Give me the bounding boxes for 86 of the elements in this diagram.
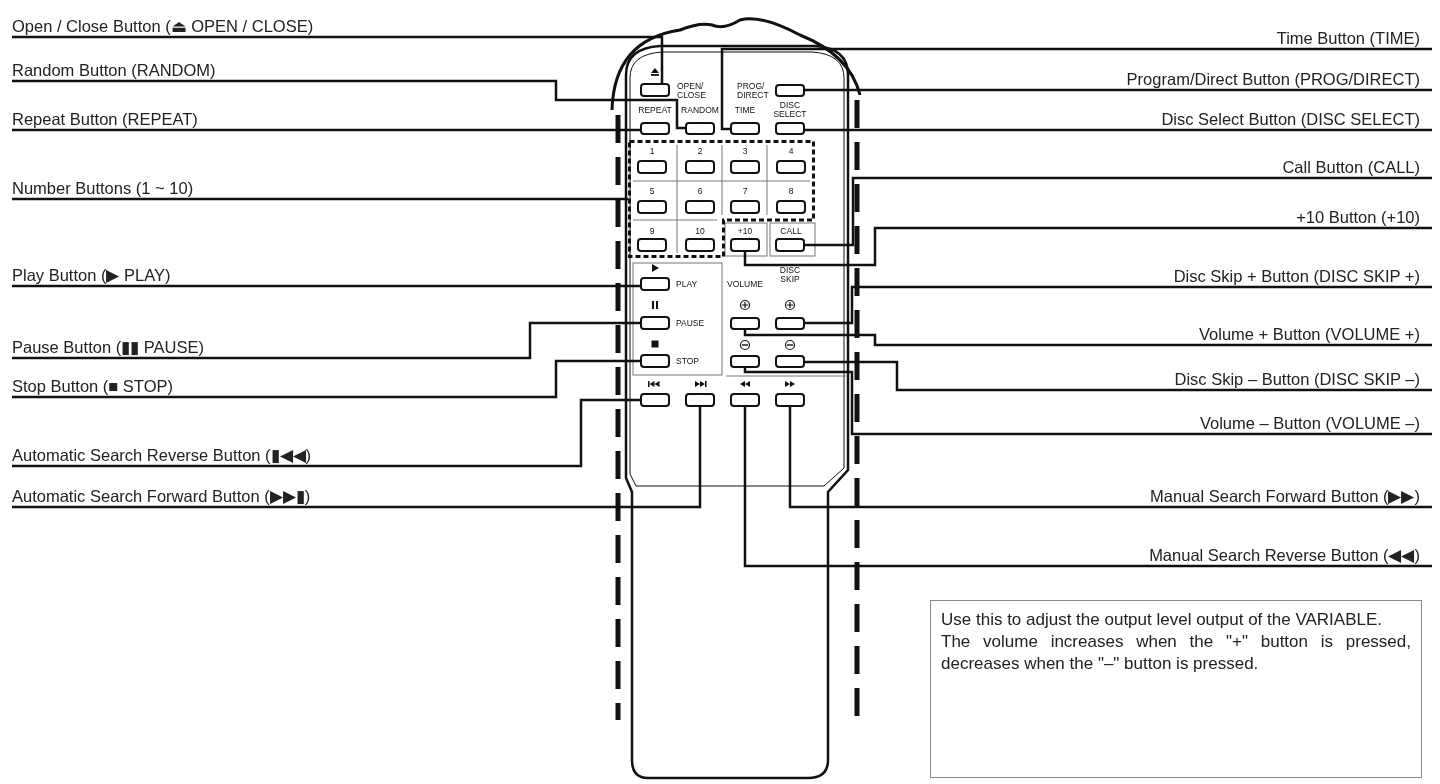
leader-line bbox=[12, 359, 640, 399]
note-text: The volume increases when the "+" button is pressed, decreases when the "–" button is pressed. bbox=[941, 631, 1411, 675]
callout-label: Volume + Button (VOLUME +) bbox=[1198, 324, 1432, 345]
leader-line bbox=[12, 79, 685, 130]
leader-line bbox=[805, 360, 1432, 392]
callout-label: Disc Skip – Button (DISC SKIP –) bbox=[1174, 369, 1432, 390]
remote-button bbox=[775, 393, 805, 407]
number-button-group bbox=[628, 140, 815, 258]
button-label: RANDOM bbox=[680, 106, 720, 115]
remote-button bbox=[730, 393, 760, 407]
callout-label: Manual Search Forward Button (▶▶) bbox=[1150, 486, 1432, 507]
button-label: OPEN/ CLOSE bbox=[677, 82, 707, 99]
leader-line bbox=[743, 407, 1432, 568]
callout-label: Automatic Search Reverse Button (▮◀◀) bbox=[12, 445, 312, 466]
button-label: 1 bbox=[648, 147, 656, 156]
leader-line bbox=[743, 226, 1432, 267]
remote-button bbox=[730, 122, 760, 135]
remote-button bbox=[640, 122, 670, 135]
remote-button bbox=[640, 393, 670, 407]
remote-button bbox=[775, 355, 805, 368]
button-label: CALL bbox=[779, 227, 803, 236]
button-label: 5 bbox=[648, 187, 656, 196]
remote-button bbox=[685, 393, 715, 407]
leader-line bbox=[805, 176, 1432, 247]
note-text: Use this to adjust the output level output of the VARIABLE. bbox=[941, 609, 1383, 631]
button-label: 8 bbox=[787, 187, 795, 196]
button-label: DISC SELECT bbox=[773, 101, 807, 118]
remote-button bbox=[730, 355, 760, 368]
button-label: 6 bbox=[696, 187, 704, 196]
callout-label: Play Button (▶ PLAY) bbox=[12, 265, 171, 286]
callout-label: Repeat Button (REPEAT) bbox=[12, 109, 198, 130]
remote-button bbox=[730, 317, 760, 330]
callout-label: Open / Close Button (⏏ OPEN / CLOSE) bbox=[12, 16, 314, 37]
leader-line bbox=[720, 47, 1432, 131]
leader-line bbox=[805, 128, 1432, 132]
leader-line bbox=[12, 128, 640, 132]
button-label: REPEAT bbox=[637, 106, 673, 115]
leader-line bbox=[805, 285, 1432, 325]
callout-label: +10 Button (+10) bbox=[1296, 207, 1432, 228]
leader-line bbox=[12, 321, 640, 360]
note-box bbox=[930, 600, 1422, 778]
remote-button bbox=[775, 317, 805, 330]
callout-label: Disc Select Button (DISC SELECT) bbox=[1161, 109, 1432, 130]
callout-label: Time Button (TIME) bbox=[1276, 28, 1432, 49]
remote-button bbox=[685, 122, 715, 135]
callout-label: Disc Skip + Button (DISC SKIP +) bbox=[1173, 266, 1432, 287]
button-label: 2 bbox=[696, 147, 704, 156]
callout-label: Stop Button (■ STOP) bbox=[12, 376, 173, 397]
leader-line bbox=[12, 197, 628, 201]
remote-button bbox=[775, 238, 805, 252]
callout-label: Pause Button (▮▮ PAUSE) bbox=[12, 337, 204, 358]
leader-line bbox=[788, 407, 1432, 509]
button-label: 9 bbox=[648, 227, 656, 236]
remote-button bbox=[640, 354, 670, 368]
remote-button bbox=[775, 122, 805, 135]
leader-line bbox=[12, 284, 640, 288]
leader-line bbox=[12, 407, 702, 509]
callout-label: Random Button (RANDOM) bbox=[12, 60, 216, 81]
callout-label: Number Buttons (1 ~ 10) bbox=[12, 178, 194, 199]
button-label: VOLUME bbox=[726, 280, 764, 289]
remote-button bbox=[730, 238, 760, 252]
button-label: 4 bbox=[787, 147, 795, 156]
button-label: STOP bbox=[676, 357, 700, 366]
callout-label: Program/Direct Button (PROG/DIRECT) bbox=[1126, 69, 1432, 90]
button-label: +10 bbox=[736, 227, 754, 236]
callout-label: Automatic Search Forward Button (▶▶▮) bbox=[12, 486, 311, 507]
remote-button bbox=[775, 84, 805, 97]
callout-label: Manual Search Reverse Button (◀◀) bbox=[1149, 545, 1432, 566]
button-label: DISC SKIP bbox=[778, 266, 802, 283]
remote-button bbox=[640, 316, 670, 330]
remote-button bbox=[640, 83, 670, 97]
leader-line bbox=[12, 398, 640, 468]
button-label: 10 bbox=[694, 227, 706, 236]
button-label: PAUSE bbox=[676, 319, 706, 328]
leader-line bbox=[12, 35, 664, 83]
callout-label: Volume – Button (VOLUME –) bbox=[1199, 413, 1432, 434]
button-label: 3 bbox=[741, 147, 749, 156]
button-label: PROG/ DIRECT bbox=[737, 82, 770, 99]
callout-label: Call Button (CALL) bbox=[1282, 157, 1432, 178]
leader-line bbox=[743, 367, 1432, 436]
button-label: TIME bbox=[733, 106, 757, 115]
leader-line bbox=[805, 88, 1432, 92]
button-label: 7 bbox=[741, 187, 749, 196]
remote-button bbox=[640, 277, 670, 291]
button-label: PLAY bbox=[676, 280, 699, 289]
leader-line bbox=[743, 329, 1432, 347]
